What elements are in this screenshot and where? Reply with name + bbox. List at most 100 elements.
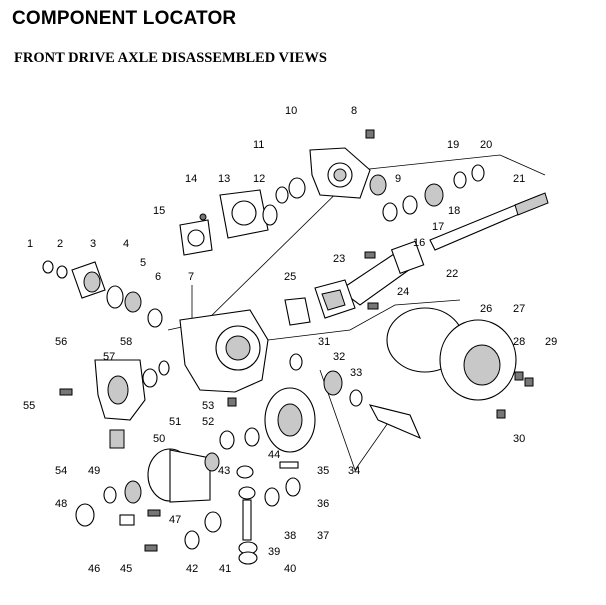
callout-20: 20 [480,139,492,151]
gear-44 [238,486,256,500]
callout-57: 57 [103,351,115,363]
callout-16: 16 [413,237,425,249]
washer-40 [238,551,258,565]
ring-42 [184,530,200,550]
bolt-53 [227,397,237,407]
callout-51: 51 [169,416,181,428]
seal-58 [142,368,158,388]
callout-8: 8 [351,105,357,117]
axle-shaft [429,192,549,251]
callout-33: 33 [350,367,362,379]
callout-15: 15 [153,205,165,217]
callout-25: 25 [284,271,296,283]
callout-12: 12 [253,173,265,185]
callout-29: 29 [545,336,557,348]
housing-10 [309,147,371,199]
callout-52: 52 [202,416,214,428]
ring-20 [471,164,485,182]
ring-37 [264,487,280,507]
ring-11 [288,177,306,199]
callout-38: 38 [284,530,296,542]
spring-35 [279,461,299,469]
seal-9 [369,174,387,196]
bearing-18 [424,183,444,207]
gear-43 [236,465,254,479]
differential-housing-6 [179,309,269,393]
bolt-29 [524,377,534,387]
callout-9: 9 [395,173,401,185]
bolt-8 [365,129,375,139]
shim-31 [289,353,303,371]
callout-53: 53 [202,400,214,412]
callout-26: 26 [480,303,492,315]
callout-14: 14 [185,173,197,185]
callout-46: 46 [88,563,100,575]
callout-10: 10 [285,105,297,117]
callout-44: 44 [268,449,280,461]
bearing-5a [124,291,142,313]
callout-27: 27 [513,303,525,315]
callout-58: 58 [120,336,132,348]
callout-35: 35 [317,465,329,477]
stud-14 [199,213,207,221]
ring-19 [453,171,467,189]
callout-34: 34 [348,465,360,477]
page-title: COMPONENT LOCATOR [12,8,237,29]
callout-23: 23 [333,253,345,265]
bracket-56 [94,359,146,421]
ring-41 [204,511,222,533]
ring-12 [275,186,289,204]
ring-33 [349,389,363,407]
callout-45: 45 [120,563,132,575]
callout-49: 49 [88,465,100,477]
callout-37: 37 [317,530,329,542]
callout-6: 6 [155,271,161,283]
callout-1: 1 [27,238,33,250]
page-subtitle: FRONT DRIVE AXLE DISASSEMBLED VIEWS [14,50,327,66]
callout-13: 13 [218,173,230,185]
callout-50: 50 [153,433,165,445]
ring-16 [382,202,398,222]
assembly-outline-mid [267,299,461,341]
callout-54: 54 [55,465,67,477]
callout-5: 5 [140,257,146,269]
pin-38 [242,499,252,541]
callout-30: 30 [513,433,525,445]
flange-13 [219,189,278,239]
bolt-47 [147,509,161,517]
callout-55: 55 [23,400,35,412]
seal-4 [106,285,124,309]
callout-42: 42 [186,563,198,575]
shim-49b [103,486,117,504]
nut-1 [42,260,54,274]
bolt-30 [496,409,506,419]
ring-gear-34 [264,387,422,453]
callout-4: 4 [123,238,129,250]
callout-31: 31 [318,336,330,348]
bearing-5b [147,308,163,328]
callout-3: 3 [90,238,96,250]
callout-41: 41 [219,563,231,575]
callout-24: 24 [397,286,409,298]
callout-2: 2 [57,238,63,250]
bearing-49 [124,480,142,504]
assembly-outline-34 [319,369,391,471]
bracket-25 [284,279,356,326]
bolt-23 [364,251,376,259]
callout-40: 40 [284,563,296,575]
clip-46 [119,514,135,526]
yoke-3 [71,261,106,299]
callout-43: 43 [218,465,230,477]
callout-47: 47 [169,514,181,526]
bearing-32 [323,370,343,396]
washer-2 [56,265,68,279]
callout-36: 36 [317,498,329,510]
callout-56: 56 [55,336,67,348]
callout-32: 32 [333,351,345,363]
callout-22: 22 [446,268,458,280]
callout-17: 17 [432,221,444,233]
ring-52 [219,430,235,450]
ring-52b [244,427,260,447]
callout-39: 39 [268,546,280,558]
